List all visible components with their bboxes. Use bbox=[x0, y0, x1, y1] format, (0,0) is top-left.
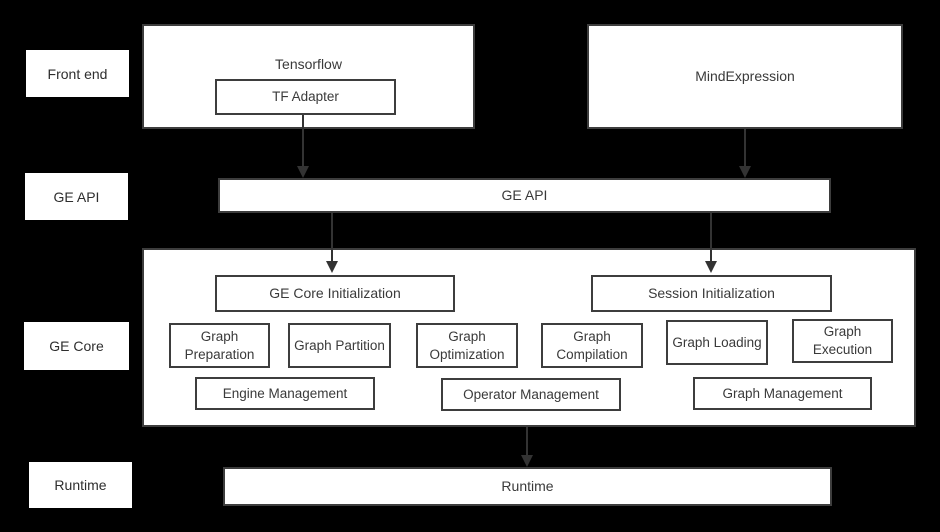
ge-core-initialization-box: GE Core Initialization bbox=[215, 275, 455, 312]
session-initialization-label: Session Initialization bbox=[648, 285, 775, 302]
graph-execution-box: Graph Execution bbox=[792, 319, 893, 363]
arrow-shaft bbox=[744, 129, 746, 167]
arrow-head bbox=[521, 455, 533, 467]
lane-label-text: Runtime bbox=[54, 477, 107, 493]
graph-management-label: Graph Management bbox=[722, 385, 843, 401]
runtime-bar: Runtime bbox=[223, 467, 832, 506]
arrow-shaft bbox=[331, 213, 333, 262]
tf-adapter-label: TF Adapter bbox=[272, 89, 339, 105]
graph-optimization-label: Graph Optimization bbox=[429, 328, 505, 362]
ge-api-bar-label: GE API bbox=[501, 187, 548, 204]
mindexpression-label: MindExpression bbox=[695, 68, 795, 85]
graph-partition-label: Graph Partition bbox=[294, 337, 385, 353]
mindexpression-box: MindExpression bbox=[587, 24, 903, 129]
operator-management-box: Operator Management bbox=[441, 378, 621, 411]
arrow-shaft bbox=[710, 213, 712, 262]
arrow-shaft bbox=[526, 427, 528, 456]
ge-core-initialization-label: GE Core Initialization bbox=[269, 285, 401, 302]
graph-compilation-box: Graph Compilation bbox=[541, 323, 643, 368]
tf-adapter-box: TF Adapter bbox=[215, 79, 396, 115]
graph-management-box: Graph Management bbox=[693, 377, 872, 410]
graph-preparation-label: Graph Preparation bbox=[184, 328, 255, 362]
ge-api-bar: GE API bbox=[218, 178, 831, 213]
down-arrow-icon-mindexpression-to-ge-api bbox=[739, 129, 751, 178]
graph-compilation-label: Graph Compilation bbox=[556, 328, 628, 362]
engine-management-box: Engine Management bbox=[195, 377, 375, 410]
lane-label-ge-api: GE API bbox=[25, 173, 128, 220]
graph-loading-label: Graph Loading bbox=[672, 334, 762, 350]
graph-partition-box: Graph Partition bbox=[288, 323, 391, 368]
arrow-head bbox=[297, 166, 309, 178]
arrow-head bbox=[326, 261, 338, 273]
down-arrow-icon-ge-api-to-ge-core-initialization bbox=[326, 213, 338, 273]
graph-optimization-box: Graph Optimization bbox=[416, 323, 518, 368]
lane-label-text: Front end bbox=[47, 65, 108, 82]
session-initialization-box: Session Initialization bbox=[591, 275, 832, 312]
arrow-head bbox=[739, 166, 751, 178]
down-arrow-icon-tf-adapter-to-ge-api bbox=[297, 115, 309, 178]
lane-label-text: GE Core bbox=[49, 338, 104, 354]
engine-management-label: Engine Management bbox=[222, 385, 348, 401]
arrow-shaft bbox=[302, 115, 304, 167]
ge-core-box: GE Core Initialization Session Initializ… bbox=[142, 248, 916, 427]
graph-loading-box: Graph Loading bbox=[666, 320, 768, 365]
lane-label-text: GE API bbox=[53, 188, 100, 205]
operator-management-label: Operator Management bbox=[463, 386, 599, 402]
lane-label-ge-core: GE Core bbox=[24, 322, 129, 370]
down-arrow-icon-ge-core-to-runtime bbox=[521, 427, 533, 467]
graph-preparation-box: Graph Preparation bbox=[169, 323, 270, 368]
lane-label-runtime: Runtime bbox=[29, 462, 132, 508]
tensorflow-title: Tensorflow bbox=[275, 56, 342, 72]
tensorflow-box: Tensorflow TF Adapter bbox=[142, 24, 475, 129]
runtime-bar-label: Runtime bbox=[501, 478, 554, 495]
down-arrow-icon-ge-api-to-session-initialization bbox=[705, 213, 717, 273]
arrow-head bbox=[705, 261, 717, 273]
lane-label-front-end: Front end bbox=[26, 50, 129, 97]
graph-execution-label: Graph Execution bbox=[812, 324, 873, 357]
